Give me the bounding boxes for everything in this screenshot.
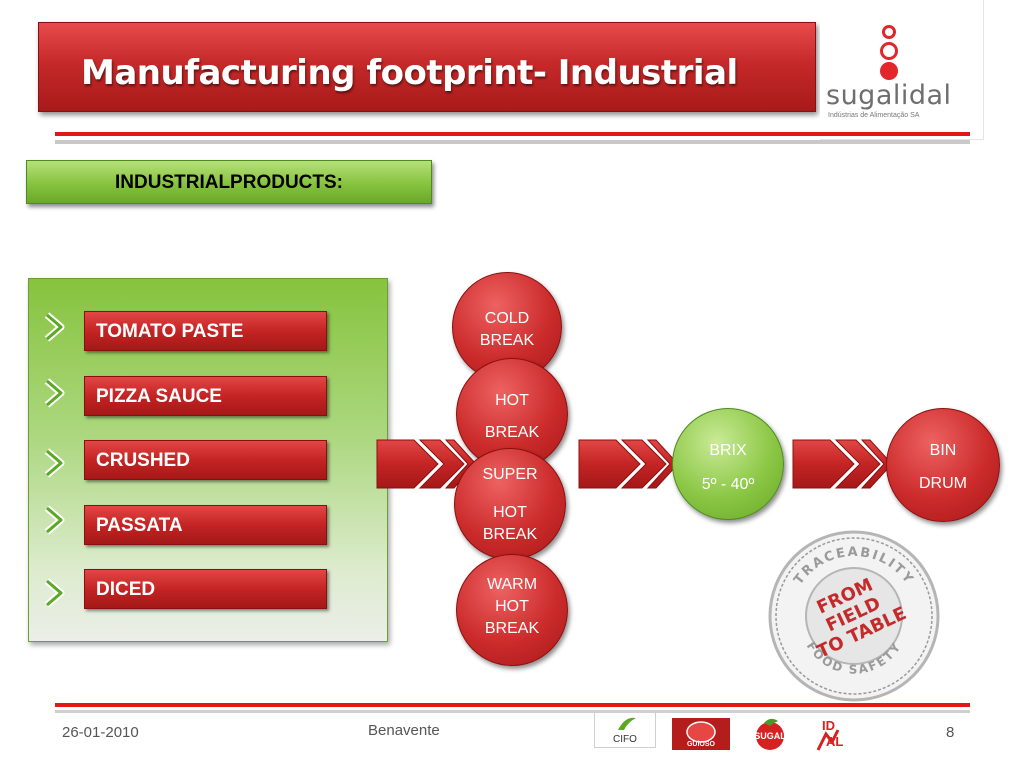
traceability-stamp: TRACEABILITY FOOD SAFETY FROM FIELD TO T…: [768, 530, 940, 702]
brand-name: sugalidal: [826, 80, 952, 111]
flow-arrow-3: [792, 439, 893, 489]
super-hot-line2: HOT: [493, 504, 527, 521]
title-banner: Manufacturing footprint- Industrial: [38, 22, 816, 112]
brix-circle: BRIX 5º - 40º: [672, 408, 784, 520]
product-crushed: CRUSHED: [84, 440, 327, 480]
cold-break-line2: BREAK: [479, 332, 535, 349]
cold-break-line1: COLD: [484, 310, 530, 327]
svg-text:CIFO: CIFO: [613, 734, 637, 745]
idal-logo: ID AL: [816, 718, 843, 751]
product-pizza-sauce: PIZZA SAUCE: [84, 376, 327, 416]
bottom-divider-grey: [55, 710, 970, 713]
process-warm-hot-break: WARM HOT BREAK: [456, 554, 568, 666]
section-label: INDUSTRIALPRODUCTS:: [26, 160, 432, 204]
product-passata: PASSATA: [84, 505, 327, 545]
footer-place: Benavente: [368, 722, 440, 739]
guloso-logo: GUlOSO: [672, 718, 730, 750]
product-tomato-paste: TOMATO PASTE: [84, 311, 327, 351]
warm-hot-line1: WARM: [486, 576, 538, 593]
page-title: Manufacturing footprint- Industrial: [81, 53, 738, 93]
brix-range: 5º - 40º: [701, 476, 755, 493]
page-number: 8: [946, 724, 955, 741]
brand-tagline: Indústrias de Alimentação SA: [828, 112, 920, 119]
svg-text:ID: ID: [822, 718, 835, 733]
cifo-logo: CIFO: [594, 712, 656, 748]
svg-text:SUGAL: SUGAL: [754, 731, 786, 741]
bottom-divider-red: [55, 703, 970, 707]
chevron-right-icon: [44, 312, 65, 342]
top-divider-grey: [55, 140, 970, 144]
chevron-right-icon: [44, 378, 65, 408]
logo-top-ring: [882, 25, 896, 39]
logo-dot: [880, 62, 898, 80]
super-hot-line1: SUPER: [482, 466, 538, 483]
chevron-right-icon: [44, 505, 65, 535]
hot-break-line1: HOT: [495, 392, 529, 409]
product-diced: DICED: [84, 569, 327, 609]
logo-mid-ring: [880, 42, 898, 60]
flow-arrow-2: [578, 439, 679, 489]
hot-break-line2: BREAK: [484, 424, 540, 441]
brix-label: BRIX: [709, 442, 747, 459]
packaging-line2: DRUM: [919, 475, 967, 492]
packaging-line1: BIN: [929, 442, 957, 459]
svg-text:GUlOSO: GUlOSO: [687, 741, 716, 748]
warm-hot-line3: BREAK: [484, 620, 540, 637]
sugalidal-logo: sugalidal Indústrias de Alimentação SA: [820, 0, 984, 140]
chevron-right-icon: [44, 578, 65, 608]
packaging-circle: BIN DRUM: [886, 408, 1000, 522]
warm-hot-line2: HOT: [495, 598, 529, 615]
sugal-logo: SUGAL: [754, 718, 786, 750]
top-divider-red: [55, 132, 970, 136]
chevron-right-icon: [44, 448, 65, 478]
process-super-hot-break: SUPER HOT BREAK: [454, 448, 566, 560]
footer-date: 26-01-2010: [62, 724, 139, 741]
super-hot-line3: BREAK: [482, 526, 538, 543]
